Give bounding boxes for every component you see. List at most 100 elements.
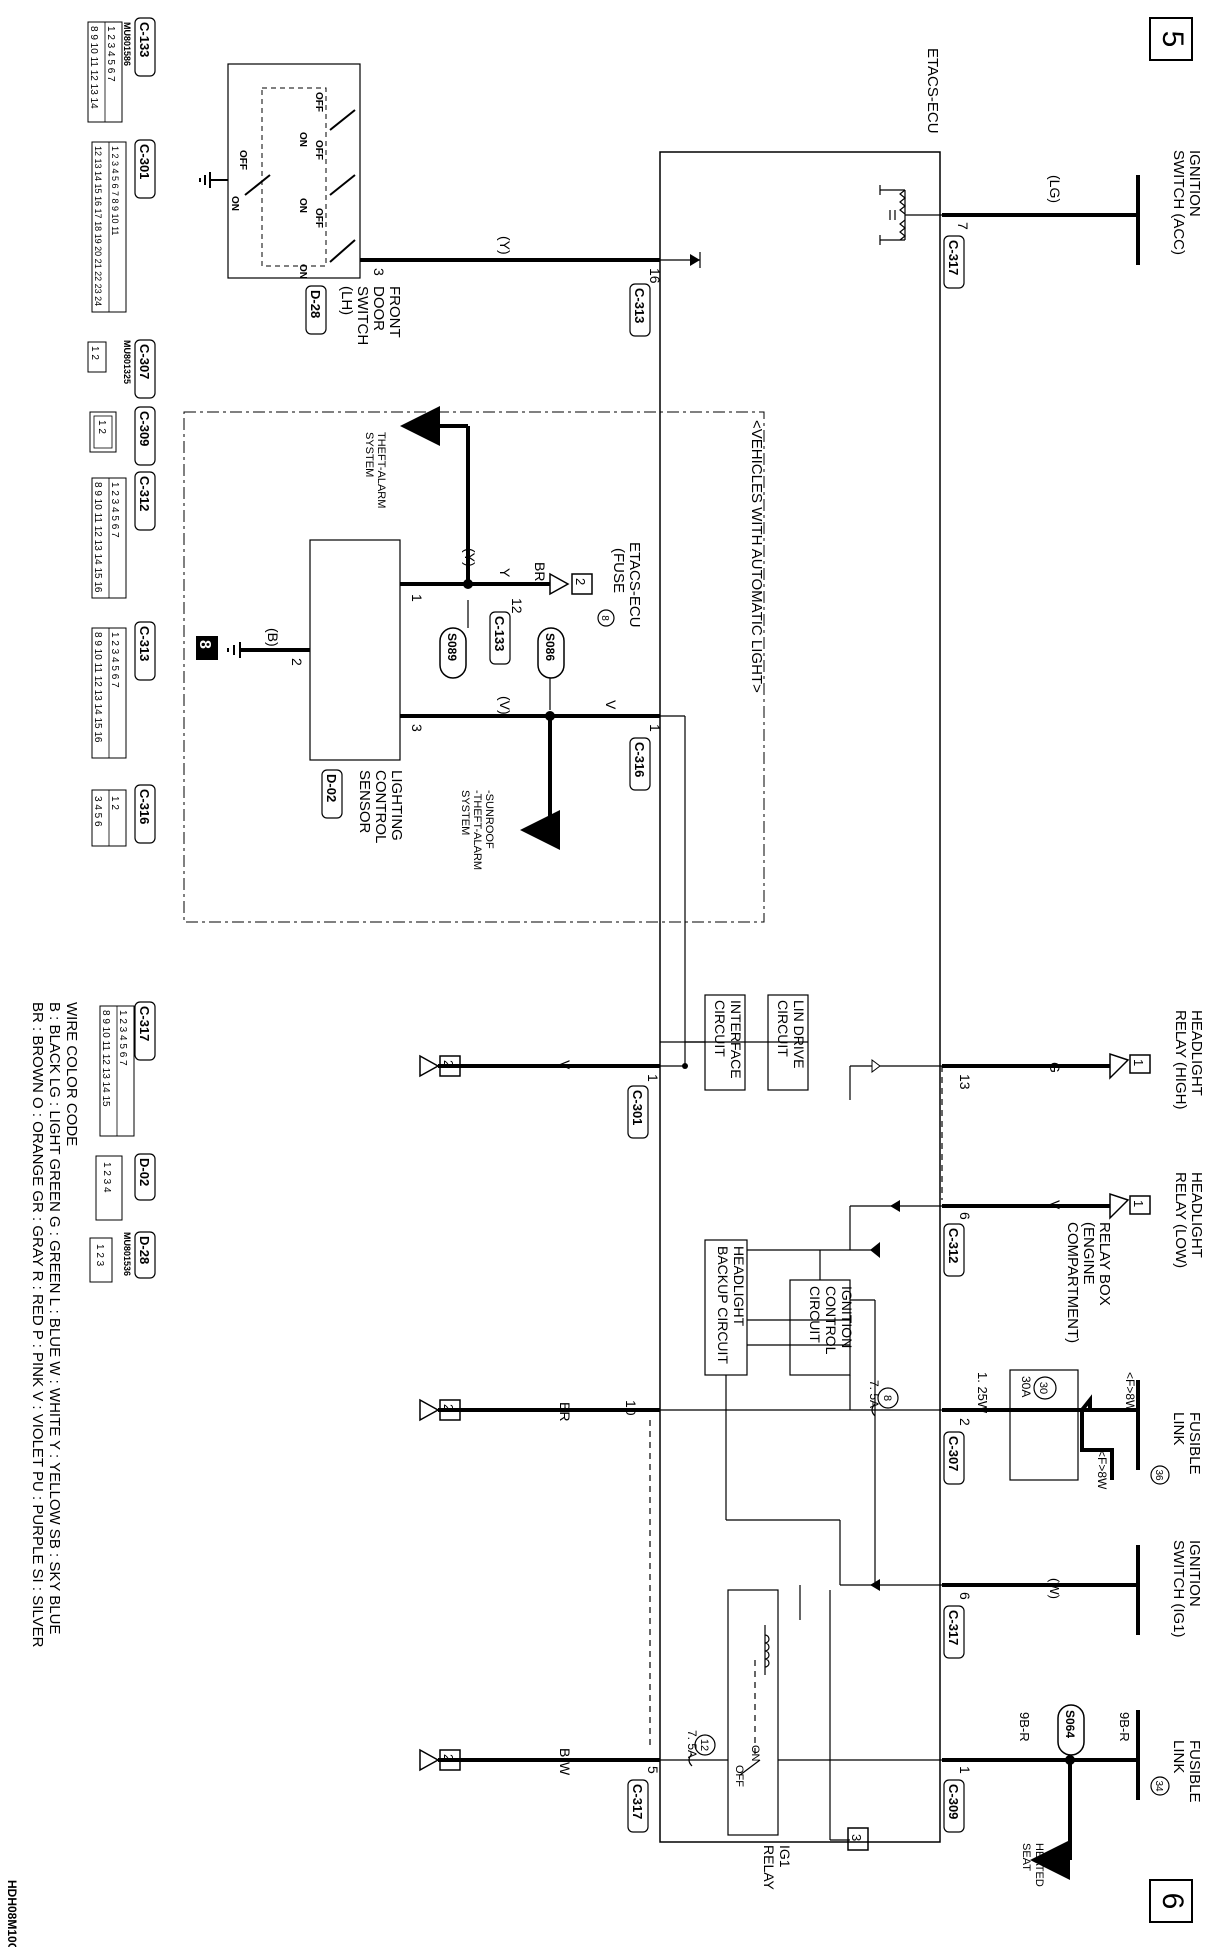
- connector-c-317: C-317 1 2 3 4 5 6 7 8 9 10 11 12 13 14 1…: [99, 1001, 156, 1137]
- svg-text:9B-R: 9B-R: [1017, 1712, 1032, 1742]
- svg-text:(FUSE: (FUSE: [610, 548, 627, 593]
- svg-text:D-28: D-28: [137, 1236, 152, 1264]
- svg-text:C-313: C-313: [632, 288, 647, 323]
- svg-text:34: 34: [1153, 1780, 1164, 1792]
- etacs-ecu-box: [659, 151, 941, 1843]
- svg-text:D-02: D-02: [324, 774, 339, 802]
- svg-text:BACKUP CIRCUIT: BACKUP CIRCUIT: [715, 1246, 731, 1364]
- svg-text:C-312: C-312: [946, 1228, 961, 1263]
- svg-text:V: V: [557, 1060, 573, 1070]
- svg-text:1: 1: [647, 724, 663, 732]
- svg-text:CONTROL: CONTROL: [372, 770, 389, 843]
- svg-text:6: 6: [957, 1212, 973, 1220]
- output-lines: V 1 C-301 2 BR 2 B-W 5 C-317 2: [419, 1054, 661, 1833]
- svg-text:1 2: 1 2: [96, 420, 107, 434]
- svg-text:C-309: C-309: [946, 1784, 961, 1819]
- svg-text:D-02: D-02: [137, 1158, 152, 1186]
- front-door-switch-lh: (Y) 3 16 C-313 OFF ON OFF ON OFF ON OFF …: [199, 63, 663, 345]
- svg-text:1. 25W: 1. 25W: [975, 1372, 990, 1414]
- svg-text:IGNITION: IGNITION: [839, 1286, 855, 1348]
- svg-text:3 4 5 6: 3 4 5 6: [92, 796, 103, 827]
- svg-text:INTERFACE: INTERFACE: [728, 1000, 744, 1079]
- fusible-link-36: FUSIBLE LINK 36 <F>8W <F>8W 1. 25W 2 C-3…: [942, 1372, 1203, 1490]
- page-number-bottom: 6: [1149, 1879, 1193, 1923]
- svg-text:CIRCUIT: CIRCUIT: [712, 1000, 728, 1057]
- svg-text:(LG): (LG): [1047, 175, 1063, 203]
- svg-text:ETACS-ECU: ETACS-ECU: [626, 542, 643, 628]
- connector-c-312: C-312 1 2 3 4 5 6 7 8 9 10 11 12 13 14 1…: [91, 471, 156, 599]
- svg-text:6: 6: [957, 1592, 973, 1600]
- svg-text:<VEHICLES WITH AUTOMATIC LIGHT: <VEHICLES WITH AUTOMATIC LIGHT>: [748, 420, 765, 693]
- svg-text:8 9 10 11 12 13 14 15 16: 8 9 10 11 12 13 14 15 16: [92, 482, 103, 593]
- door-input-diode: [660, 252, 701, 268]
- svg-text:SEAT: SEAT: [1020, 1843, 1032, 1871]
- svg-text:MU801536: MU801536: [122, 1232, 132, 1276]
- internal-wiring: 8 7. 5A 10: [623, 1041, 943, 1750]
- svg-text:RELAY BOX: RELAY BOX: [1096, 1222, 1113, 1306]
- svg-text:THEFT-ALARM: THEFT-ALARM: [375, 432, 387, 508]
- svg-text:2: 2: [441, 1754, 456, 1761]
- svg-text:C-317: C-317: [630, 1784, 645, 1819]
- ig1-relay: ON OFF IG1 RELAY 3 12 7. 5A: [660, 1589, 942, 1891]
- connector-d-02: D-02 1 2 3 4: [95, 1153, 156, 1221]
- wire-color-code-legend: WIRE COLOR CODE B : BLACK LG : LIGHT GRE…: [29, 1002, 80, 1648]
- svg-text:5: 5: [1156, 31, 1189, 48]
- svg-text:1 2: 1 2: [89, 346, 100, 360]
- ignition-control-circuit: IGNITION CONTROL CIRCUIT: [789, 1279, 855, 1376]
- svg-text:C-313: C-313: [137, 626, 152, 661]
- page-number-top: 5: [1149, 17, 1193, 61]
- svg-text:COMPARTMENT): COMPARTMENT): [1064, 1222, 1081, 1343]
- svg-text:HEATED: HEATED: [1033, 1843, 1045, 1887]
- interface-circuit: INTERFACE CIRCUIT: [704, 994, 746, 1091]
- svg-text:7. 5A: 7. 5A: [685, 1730, 699, 1758]
- svg-text:LINK: LINK: [1170, 1740, 1187, 1773]
- svg-text:2: 2: [573, 578, 588, 585]
- svg-text:1: 1: [1131, 1200, 1146, 1207]
- svg-text:8: 8: [599, 615, 610, 621]
- svg-text:(W): (W): [1047, 1578, 1062, 1599]
- pin-acc-connector: C-317: [943, 235, 965, 289]
- svg-text:8: 8: [881, 1395, 893, 1401]
- svg-text:(Y): (Y): [497, 236, 513, 255]
- connector-c-301: C-301 1 2 3 4 5 6 7 8 9 10 11 12 13 14 1…: [91, 139, 156, 313]
- svg-text:12 13 14 15 16 17 18 19 20 21: 12 13 14 15 16 17 18 19 20 21 22 23 24: [93, 146, 103, 306]
- svg-text:8 9 10 11 12 13 14 15: 8 9 10 11 12 13 14 15: [100, 1010, 111, 1107]
- svg-text:B : BLACK LG : LIGHT GREEN: B : BLACK LG : LIGHT GREEN G : GREEN L :…: [46, 1002, 63, 1634]
- svg-text:FRONT: FRONT: [386, 286, 403, 338]
- svg-text:16: 16: [647, 268, 663, 284]
- svg-text:C-312: C-312: [137, 476, 152, 511]
- svg-text:ON: ON: [297, 264, 308, 279]
- svg-text:C-316: C-316: [632, 742, 647, 777]
- svg-text:1: 1: [409, 594, 425, 602]
- svg-text:(LH): (LH): [338, 286, 355, 315]
- svg-text:C-316: C-316: [137, 789, 152, 824]
- headlight-relay-high: HEADLIGHT RELAY (HIGH) 1 G 13: [850, 1010, 1205, 1109]
- svg-text:S089: S089: [445, 633, 459, 661]
- headlight-backup-circuit: HEADLIGHT BACKUP CIRCUIT: [704, 1239, 748, 1376]
- svg-text:V: V: [1047, 1200, 1063, 1210]
- svg-text:LINK: LINK: [1170, 1412, 1187, 1445]
- svg-text:CIRCUIT: CIRCUIT: [775, 1000, 791, 1057]
- svg-text:C-133: C-133: [137, 22, 152, 57]
- svg-text:MU801325: MU801325: [122, 340, 132, 384]
- svg-text:IGNITION: IGNITION: [1186, 150, 1203, 217]
- svg-text:OFF: OFF: [313, 208, 324, 228]
- svg-text:ON: ON: [297, 132, 308, 147]
- svg-text:D-28: D-28: [308, 290, 323, 318]
- splice-s086: S086: [537, 627, 565, 679]
- svg-text:ON: ON: [297, 198, 308, 213]
- svg-text:LIN DRIVE: LIN DRIVE: [791, 1000, 807, 1068]
- svg-text:C-301: C-301: [137, 144, 152, 179]
- svg-text:12: 12: [698, 1739, 710, 1751]
- svg-text:WIRE COLOR CODE: WIRE COLOR CODE: [63, 1002, 80, 1146]
- svg-text:FUSIBLE: FUSIBLE: [1186, 1740, 1203, 1803]
- lin-drive-circuit: LIN DRIVE CIRCUIT: [767, 994, 809, 1091]
- svg-text:<F>8W: <F>8W: [1095, 1450, 1109, 1490]
- svg-text:C-133: C-133: [492, 616, 507, 651]
- svg-text:LIGHTING: LIGHTING: [388, 770, 405, 841]
- svg-text:8 9 10 11 12 13 14: 8 9 10 11 12 13 14: [88, 26, 99, 109]
- svg-text:1 2 3 4 5 6 7: 1 2 3 4 5 6 7: [117, 1010, 128, 1066]
- svg-text:1 2: 1 2: [109, 796, 120, 810]
- svg-text:<F>8W: <F>8W: [1123, 1372, 1137, 1412]
